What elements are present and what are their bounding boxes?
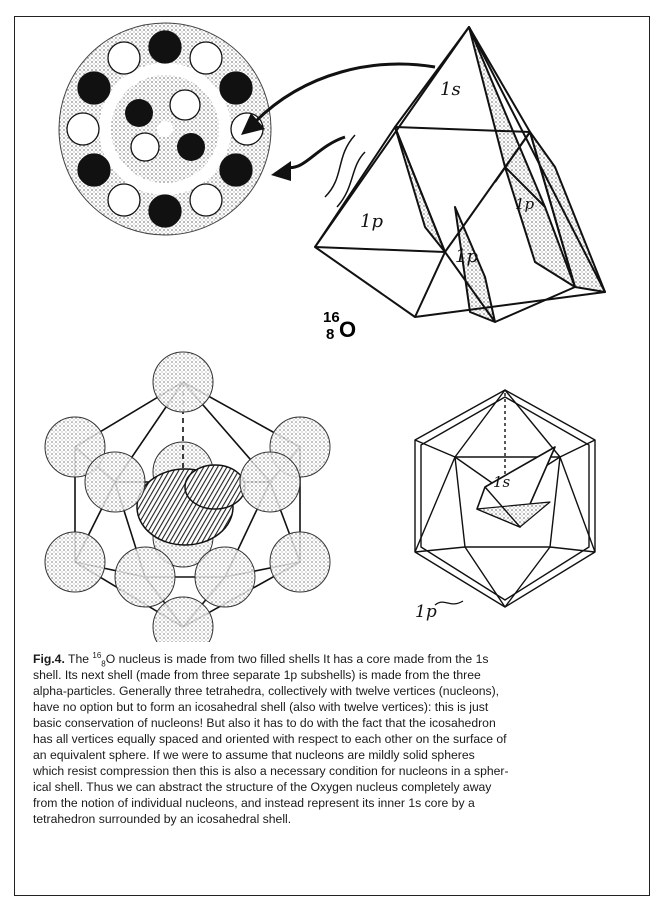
caption-line: which resist compression then this is al… [33, 763, 633, 779]
caption-pre: The [68, 652, 92, 666]
caption-line: basic conservation of nucleons! But also… [33, 715, 633, 731]
arrow-head-2 [271, 161, 291, 181]
caption-line: tetrahedron surrounded by an icosahedral… [33, 811, 633, 827]
nucleon-circle [149, 195, 181, 227]
caption-sup: 16 [92, 651, 101, 660]
caption-first-line: Fig.4. The 168O nucleus is made from two… [33, 651, 633, 667]
vertex-sphere [45, 532, 105, 592]
vertex-sphere [115, 547, 175, 607]
mass-number: 16 [323, 309, 340, 326]
label-1s-top: 1s [440, 79, 461, 100]
pointer-squiggle [435, 601, 463, 605]
label-1p-left: 1p [360, 211, 383, 232]
caption-line: alpha-particles. Generally three tetrahe… [33, 683, 633, 699]
nucleon-circle [220, 72, 252, 104]
caption-element: O [106, 652, 115, 666]
element-symbol: O [339, 317, 356, 342]
nucleon-circle [108, 42, 140, 74]
figure-caption: Fig.4. The 168O nucleus is made from two… [33, 651, 633, 827]
caption-line: have no option but to form an icosahedra… [33, 699, 633, 715]
icosahedron-with-spheres [45, 352, 330, 642]
nucleus-disk-diagram [59, 23, 271, 235]
figure-frame: 1s 1p 1p 1p 16 8 O [14, 16, 650, 896]
vertex-sphere [195, 547, 255, 607]
nucleon-circle [78, 72, 110, 104]
label-1p-mid: 1p [455, 246, 478, 267]
caption-line: ical shell. Thus we can abstract the str… [33, 779, 633, 795]
vertex-sphere [153, 597, 213, 642]
vertex-sphere [153, 352, 213, 412]
vertex-sphere [270, 532, 330, 592]
caption-line: from the notion of individual nucleons, … [33, 795, 633, 811]
caption-line: an equivalent sphere. If we were to assu… [33, 747, 633, 763]
nucleon-circle [190, 184, 222, 216]
nucleon-circle [220, 154, 252, 186]
nucleon-circle [190, 42, 222, 74]
vertex-sphere [240, 452, 300, 512]
label-1p-bottom: 1p [415, 602, 437, 622]
figure-area: 1s 1p 1p 1p 16 8 O [15, 17, 651, 642]
vertex-sphere [85, 452, 145, 512]
caption-post: nucleus is made from two filled shells I… [115, 652, 488, 666]
wave-lines [325, 135, 365, 207]
caption-line: shell. Its next shell (made from three s… [33, 667, 633, 683]
nuclide-symbol: 16 8 O [323, 309, 356, 343]
atomic-number: 8 [326, 326, 334, 343]
icosahedral-shell [415, 390, 595, 607]
fig-label: Fig.4. [33, 652, 65, 666]
nucleon-circle [108, 184, 140, 216]
label-1p-right: 1p [515, 195, 535, 213]
nucleon-circle [149, 31, 181, 63]
nucleon-circle [78, 154, 110, 186]
figure-svg: 1s 1p 1p 1p 16 8 O [15, 17, 651, 642]
caption-line: has all vertices equally spaced and orie… [33, 731, 633, 747]
tetrahedra-pyramid [315, 27, 605, 322]
label-1s-bottom: 1s [493, 473, 511, 491]
nucleon-circle [67, 113, 99, 145]
